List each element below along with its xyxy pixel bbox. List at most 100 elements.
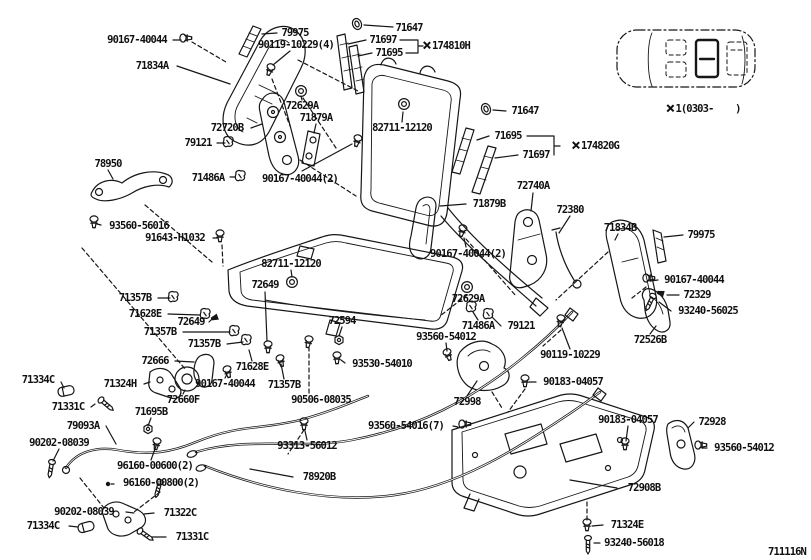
part-label: 71695 — [494, 129, 522, 142]
handle-78950-art — [90, 171, 173, 202]
part-label: 82711-12120 — [372, 121, 433, 134]
construction-lines — [79, 41, 647, 521]
part-label: 71697 — [369, 33, 397, 46]
shield-71834A-art — [222, 25, 306, 146]
bracket-71879B-art — [408, 196, 437, 260]
part-label: 90506-08035 — [291, 393, 352, 406]
part-label: 90167-40044 — [664, 273, 725, 286]
part-label: 71647 — [511, 104, 539, 117]
part-label: 79121 — [184, 136, 212, 149]
hinge-72998-art — [456, 340, 510, 392]
part-label: 71331C — [51, 400, 85, 413]
seat-back-frame-art — [360, 57, 549, 317]
part-label: 72629A — [451, 292, 485, 305]
pad-72526B-art — [641, 288, 671, 333]
inset-note: 1(0303- ) — [665, 104, 741, 115]
part-label: 72594 — [328, 314, 356, 327]
recliner-72740A-art — [509, 209, 548, 289]
part-label: 71334C — [26, 519, 60, 532]
part-label: 71324E — [610, 518, 644, 531]
part-label: 71879A — [299, 111, 333, 124]
part-label: 96160-00600(2) — [117, 459, 194, 472]
part-label: 72998 — [453, 395, 481, 408]
part-label: 72928 — [698, 415, 726, 428]
part-label: 90119-10229(4) — [258, 38, 335, 51]
part-label: 72660F — [166, 393, 200, 406]
part-label: 72649 — [251, 278, 279, 291]
part-label: 79093A — [66, 419, 100, 432]
part-label: 72649 — [177, 315, 205, 328]
part-label: 96160-00800(2) — [123, 476, 200, 489]
part-label: 93313-56012 — [277, 439, 338, 452]
bracket-72928-art — [666, 419, 696, 470]
part-label: 90202-08039 — [29, 436, 90, 449]
leader-lines — [52, 24, 708, 544]
part-label: 79121 — [507, 319, 535, 332]
part-label: 72720B — [210, 121, 244, 134]
part-label: 174820G — [571, 141, 620, 152]
tray-72908B-art — [451, 393, 655, 517]
part-label: 72740A — [516, 179, 550, 192]
part-label: 72908B — [627, 481, 661, 494]
fasteners-art — [45, 16, 708, 555]
part-label: 82711-12120 — [261, 257, 322, 270]
part-label: 93530-54010 — [352, 357, 413, 370]
part-label: 71834B — [603, 221, 637, 234]
part-label: 93560-54016(7) — [368, 419, 445, 432]
part-label: 71486A — [191, 171, 225, 184]
part-label: 71357B — [143, 325, 177, 338]
part-label: 93240-56018 — [604, 536, 665, 549]
part-label: 71834A — [135, 59, 169, 72]
part-label: 72666 — [141, 354, 169, 367]
diagram-code: 711116N — [768, 545, 807, 558]
part-label: 90202-08039 — [54, 505, 115, 518]
part-label: 71647 — [395, 21, 423, 34]
part-label: 79975 — [687, 228, 715, 241]
part-label: 71695 — [375, 46, 403, 59]
seat-cushion-frame-art — [227, 234, 464, 337]
part-label: 174810H — [422, 41, 471, 52]
recliner-72720B-art — [258, 92, 300, 176]
part-label: 93560-56016 — [109, 219, 170, 232]
part-label: 90183-04057 — [598, 413, 659, 426]
part-label: 71322C — [163, 506, 197, 519]
part-label: 93560-54012 — [714, 441, 775, 454]
shield-71834B-art — [605, 219, 658, 319]
part-label: 71486A — [461, 319, 495, 332]
part-label: 71324H — [103, 377, 137, 390]
part-label: 93560-54012 — [416, 330, 477, 343]
rod-79093A-art — [61, 394, 370, 475]
part-label: 90167-40044(2) — [430, 247, 507, 260]
reference-mark-icon — [665, 104, 674, 113]
part-label: 79975 — [281, 26, 309, 39]
strip-71879A-art — [301, 130, 321, 167]
highlighted-seat — [694, 38, 720, 79]
part-label: 71695B — [134, 405, 168, 418]
part-label: 71697 — [522, 148, 550, 161]
part-label: 72629A — [285, 99, 319, 112]
part-label: 71357B — [187, 337, 221, 350]
part-label: 71628E — [128, 307, 162, 320]
part-label: 90183-04057 — [543, 375, 604, 388]
part-label: 90167-40044(2) — [262, 172, 339, 185]
part-label: 93240-56025 — [678, 304, 739, 317]
part-label: 78920B — [302, 470, 336, 483]
vehicle-inset-art — [616, 29, 756, 88]
part-label: 71628E — [235, 360, 269, 373]
part-label: 90167-40044 — [195, 377, 256, 390]
part-label: 71357B — [118, 291, 152, 304]
part-label: 91643-H1032 — [145, 231, 206, 244]
part-label: 90167-40044 — [107, 33, 168, 46]
trim-strips-art — [238, 25, 667, 264]
part-label: 72526B — [633, 333, 667, 346]
part-label: 78950 — [94, 157, 122, 170]
part-label: 71357B — [267, 378, 301, 391]
reference-mark-icon — [571, 141, 580, 150]
part-label: 71331C — [175, 530, 209, 543]
part-label: 72380 — [556, 203, 584, 216]
cable-78920B-art — [186, 307, 607, 499]
latch-linkage-art — [56, 353, 215, 537]
